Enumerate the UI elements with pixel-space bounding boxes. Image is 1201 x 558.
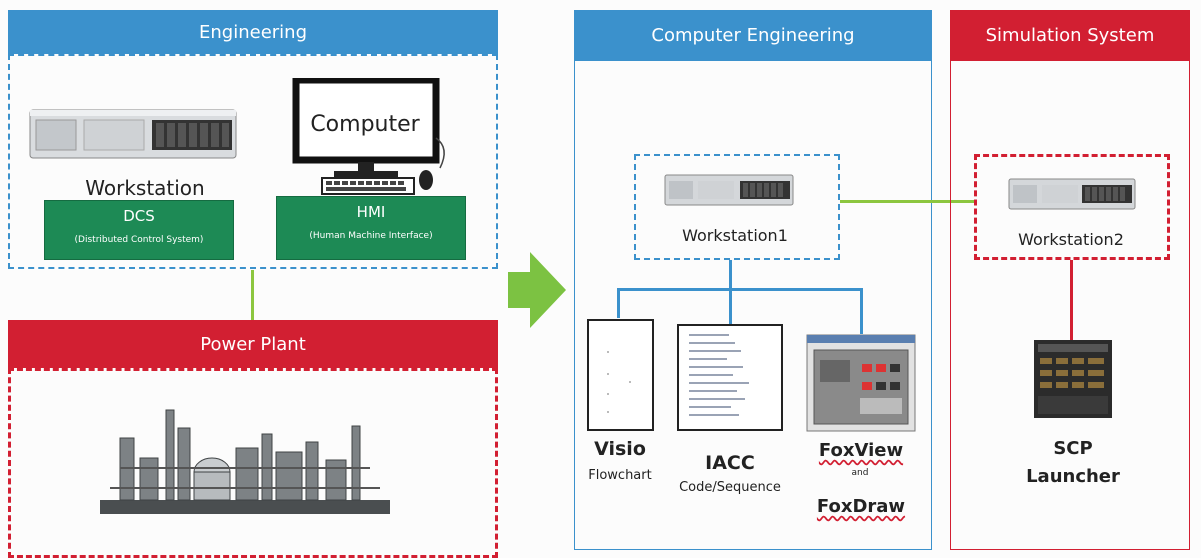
iacc-drop	[729, 288, 732, 324]
visio-name: Visio	[594, 438, 646, 460]
engineering-header: Engineering	[8, 10, 498, 54]
computer-icon	[292, 78, 445, 195]
hmi-subtitle: (Human Machine Interface)	[309, 231, 433, 241]
iacc-name: IACC	[705, 452, 755, 474]
workstation1-trunk	[729, 260, 732, 290]
foxdraw-name: FoxDraw	[816, 496, 906, 517]
hmi-title: HMI	[356, 203, 386, 221]
iacc-document	[677, 324, 783, 431]
foxview-drop	[860, 288, 863, 334]
iacc-code-icon	[689, 334, 749, 416]
workstation2-frame	[974, 154, 1170, 260]
foxview-screen-icon	[806, 334, 916, 432]
power-plant-image	[100, 409, 390, 514]
visio-drop	[617, 288, 620, 318]
simulation-system-header: Simulation System	[950, 10, 1190, 60]
workstation-server-icon	[29, 109, 237, 159]
workstation2-launcher-connector	[1070, 260, 1073, 342]
workstation1-label: Workstation1	[682, 226, 788, 245]
hmi-box: HMI (Human Machine Interface)	[276, 196, 466, 260]
visio-document	[587, 319, 654, 431]
foxview-and: and	[851, 468, 869, 478]
computer-engineering-header: Computer Engineering	[574, 10, 932, 60]
dcs-box: DCS (Distributed Control System)	[44, 200, 234, 260]
workstation1-frame	[634, 154, 840, 260]
power-plant-header: Power Plant	[8, 320, 498, 368]
launcher-label: Launcher	[1026, 466, 1120, 487]
dcs-title: DCS	[123, 207, 155, 225]
workstation2-label: Workstation2	[1018, 230, 1124, 249]
foxview-name: FoxView	[818, 440, 904, 461]
workstation-label: Workstation	[85, 176, 205, 200]
workstation2-server-icon	[1008, 178, 1136, 210]
tools-branch-line	[617, 288, 863, 291]
flow-arrow-icon	[508, 252, 566, 328]
iacc-sub: Code/Sequence	[679, 480, 781, 495]
visio-sub: Flowchart	[588, 468, 652, 483]
workstation1-server-icon	[664, 174, 794, 206]
dcs-subtitle: (Distributed Control System)	[74, 235, 204, 245]
visio-flowchart-icon	[607, 351, 631, 413]
computer-label: Computer	[310, 112, 420, 137]
workstation-link	[840, 200, 974, 203]
engineering-powerplant-connector	[251, 270, 254, 320]
scp-label: SCP	[1053, 438, 1093, 459]
scp-launcher-screen-icon	[1034, 340, 1112, 418]
engineering-frame	[8, 54, 498, 269]
